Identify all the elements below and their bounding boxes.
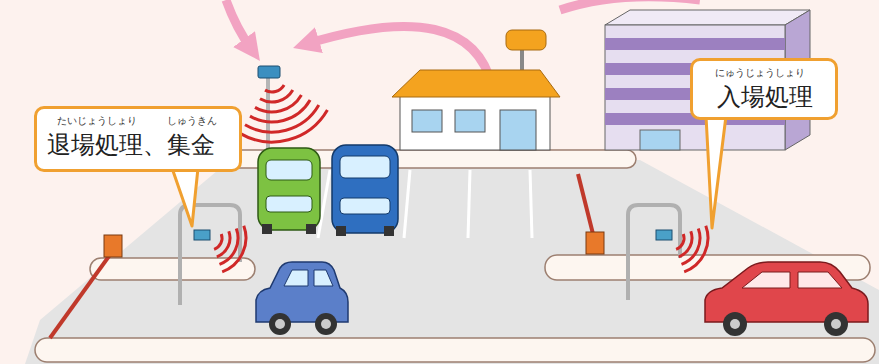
store-building [392, 30, 560, 150]
radio-waves [240, 85, 327, 142]
furigana: にゅうじょうしょり [715, 68, 805, 78]
furigana: しゅうきん [167, 116, 217, 126]
callout-box: にゅうじょうしょり入場処理 [690, 58, 838, 120]
callout-tail [172, 168, 198, 226]
road [25, 160, 879, 364]
exit-gate [50, 205, 240, 338]
furigana: たいじょうしょり [57, 116, 137, 126]
green-car [258, 148, 320, 234]
radio-waves [214, 226, 246, 272]
blue-car [256, 262, 348, 335]
signal-arrow [226, 0, 252, 50]
entry-gate [578, 174, 680, 300]
blue-van [332, 145, 398, 236]
callout-tail [706, 116, 726, 228]
signal-arrow [560, 0, 700, 10]
callout-text: 退場処理、集金 [47, 133, 215, 157]
red-car [705, 262, 868, 336]
island [35, 338, 875, 362]
callout-box: たいじょうしょり しゅうきん退場処理、集金 [34, 106, 242, 172]
callout-text: 入場処理 [717, 85, 813, 109]
radio-waves [676, 226, 708, 272]
